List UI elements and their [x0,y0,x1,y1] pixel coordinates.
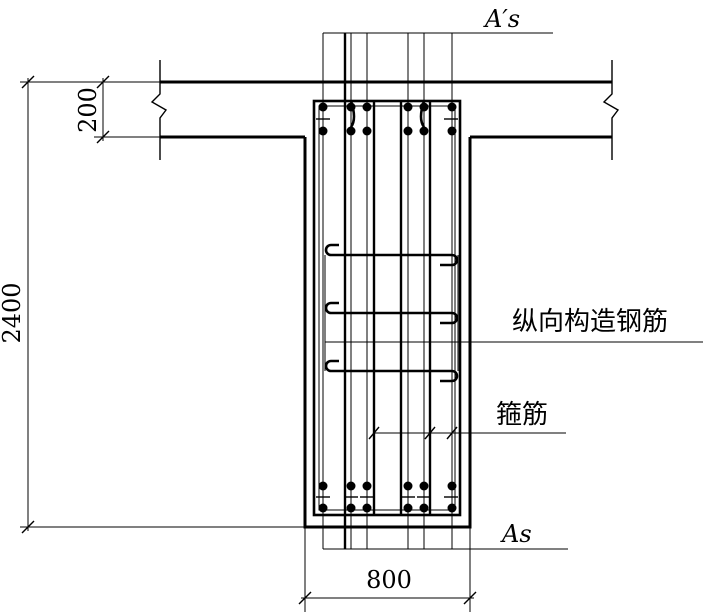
leader-lines [323,32,703,550]
bar-dot [362,102,372,112]
bar-dot [419,126,429,136]
bar-dot [447,102,457,112]
bar-dot [362,481,372,491]
top-steel-label: A′s [483,5,520,33]
bar-dot [447,126,457,136]
bar-dot [346,503,356,513]
bar-dot [318,126,328,136]
stirrup-outer-hoop [312,99,462,517]
bar-dot [346,102,356,112]
bar-dot [419,102,429,112]
bar-dot [318,102,328,112]
bottom-bars [316,481,458,513]
bar-dot [403,126,413,136]
longitudinal-bar-lines [322,33,453,549]
bar-dot [346,126,356,136]
beam-width-dimension: 800 [366,566,412,594]
bar-dot [403,481,413,491]
bar-dot [346,481,356,491]
stirrups-label: 箍筋 [496,400,548,430]
bottom-steel-label: As [500,520,532,548]
beam-web [303,137,472,529]
right-break-line [602,60,620,160]
slab-thickness-dimension: 200 [74,87,102,133]
bar-dot [447,481,457,491]
bar-dot [403,503,413,513]
bar-dot [447,503,457,513]
bar-dot [403,102,413,112]
tie-bars [324,243,459,383]
bar-dot [318,481,328,491]
slab-flange [150,60,620,160]
bar-dot [419,503,429,513]
left-break-line [150,60,168,160]
longitudinal-bars-label: 纵向构造钢筋 [512,307,668,337]
beam-height-dimension: 2400 [0,282,26,343]
dimension-2400 [20,75,305,534]
dimension-200 [94,75,160,144]
bar-dot [362,503,372,513]
bar-dot [318,503,328,513]
bar-dot [362,126,372,136]
bar-dot [419,481,429,491]
dimension-800 [298,527,477,612]
top-bars [316,102,458,136]
